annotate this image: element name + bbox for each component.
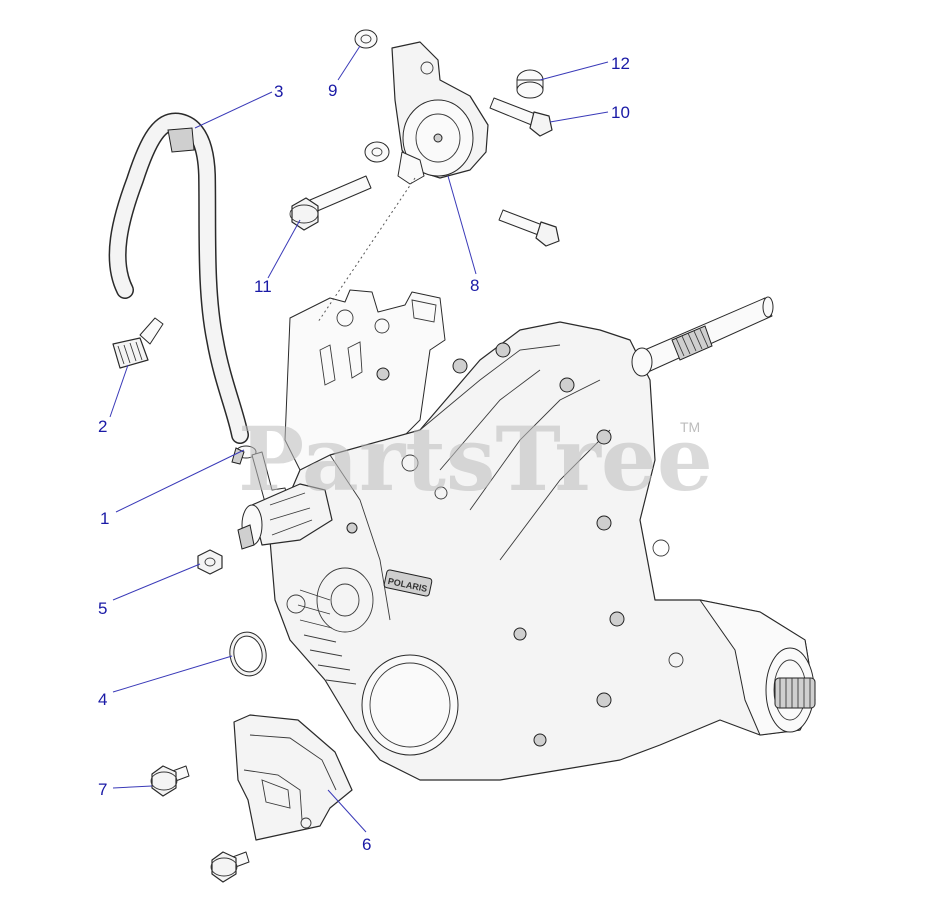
leader-8	[447, 175, 477, 275]
leader-7	[112, 785, 153, 789]
callout-10: 10	[611, 103, 630, 122]
callout-8: 8	[470, 276, 479, 295]
part-7-flange-bolt	[150, 765, 190, 797]
actuator-solenoid	[237, 483, 333, 550]
watermark-tm: TM	[680, 419, 700, 435]
callout-11: 11	[254, 277, 272, 296]
alignment-hidden-line	[317, 177, 416, 323]
leader-6	[327, 789, 367, 833]
gearcase-housing: POLARIS	[269, 289, 816, 781]
output-shaft	[631, 296, 774, 377]
leader-5	[112, 563, 201, 601]
part-9-nut	[354, 29, 378, 49]
hex-bolt	[498, 209, 560, 247]
part-4-o-ring	[229, 631, 267, 677]
callout-7: 7	[98, 780, 107, 799]
leader-9	[337, 45, 361, 81]
leader-12	[539, 61, 609, 81]
leader-4	[112, 655, 233, 693]
callout-3: 3	[274, 82, 283, 101]
leader-lines	[109, 45, 609, 833]
cooling-fins	[297, 589, 357, 685]
housing-bolts	[346, 342, 625, 747]
callout-4: 4	[98, 690, 107, 709]
part-12-bushing	[516, 69, 544, 99]
flange-nut	[364, 141, 390, 163]
callout-5: 5	[98, 599, 107, 618]
leader-2	[109, 364, 129, 418]
callout-2: 2	[98, 417, 107, 436]
leader-3	[194, 91, 273, 129]
part-2-breather-fitting	[112, 317, 164, 369]
callout-9: 9	[328, 81, 337, 100]
lower-flange-bolt	[210, 851, 250, 883]
part-11-flange-bolt	[289, 175, 372, 231]
callout-12: 12	[611, 54, 630, 73]
watermark: PartsTree TM	[238, 407, 713, 511]
callout-6: 6	[362, 835, 371, 854]
leader-11	[267, 219, 301, 279]
callout-1: 1	[100, 509, 109, 528]
part-8-sensor-module	[391, 41, 489, 185]
leader-10	[549, 111, 609, 123]
part-10-bolt	[489, 97, 553, 137]
watermark-text: PartsTree	[238, 407, 713, 511]
part-3-vent-hose	[108, 112, 249, 444]
callout-numbers: 1 2 3 4 5 6 7 8 9 10 11 12	[98, 54, 630, 854]
part-5-nut	[197, 549, 223, 575]
leader-1	[115, 449, 245, 513]
part-6-guard-bracket	[233, 714, 353, 841]
casting-logo: POLARIS	[383, 569, 433, 597]
